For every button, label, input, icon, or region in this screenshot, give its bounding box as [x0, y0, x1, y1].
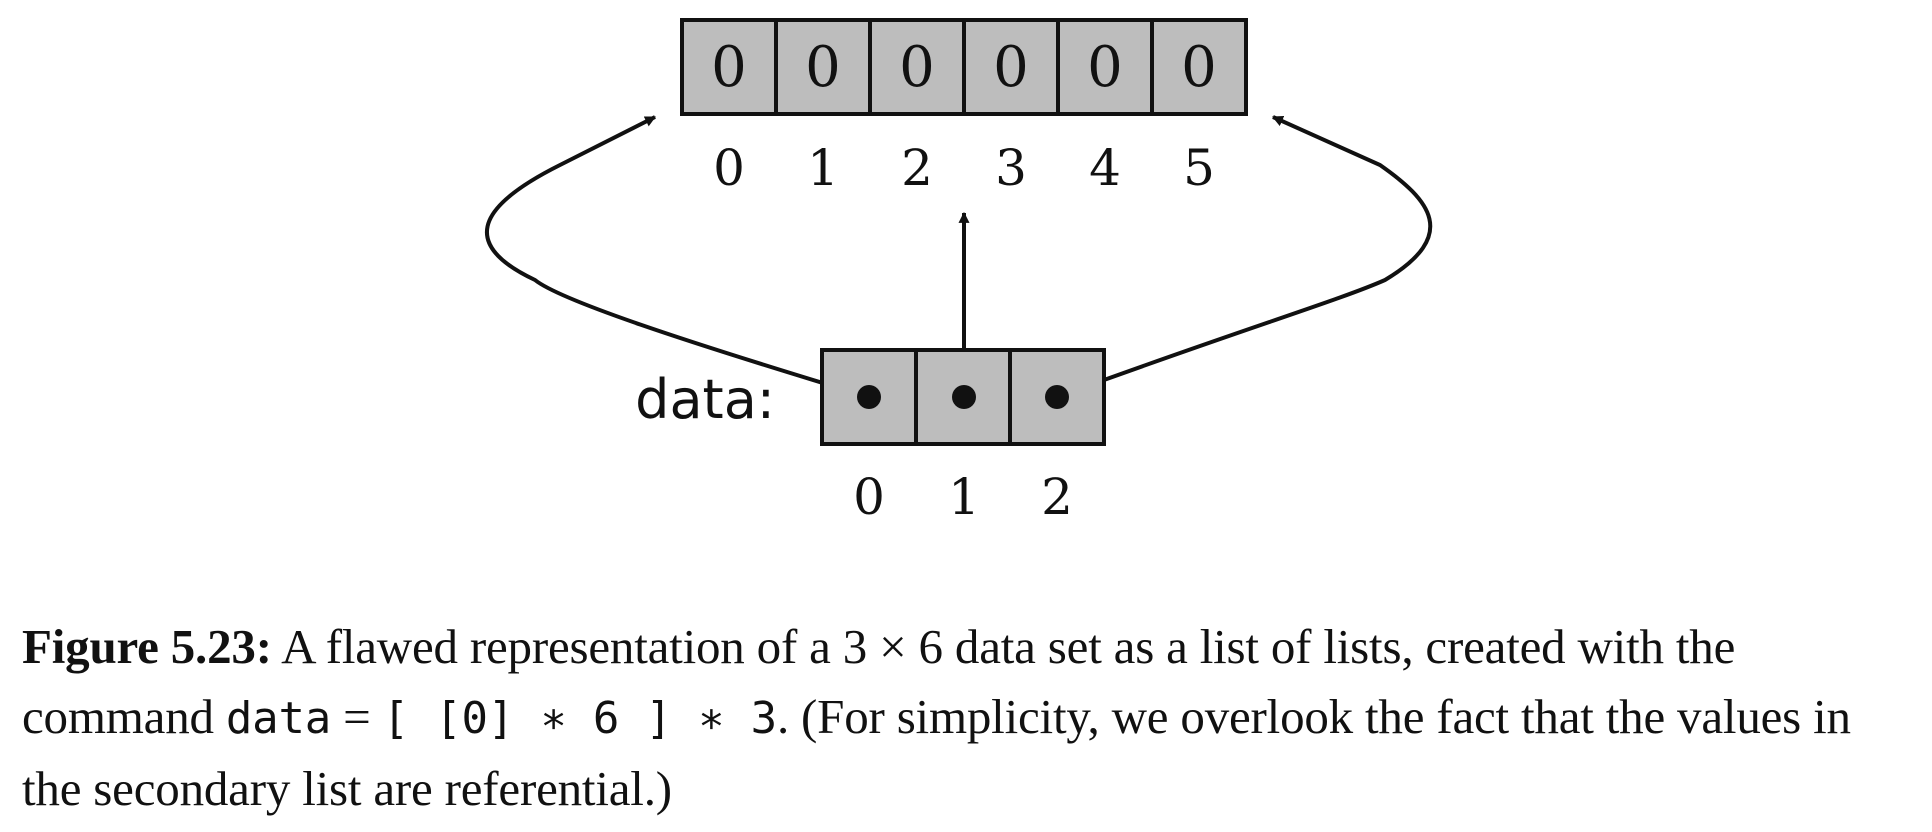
inner-list-index-5: 5: [1183, 139, 1215, 197]
caption-text-part-2: =: [331, 689, 383, 744]
outer-list-index-1: 1: [948, 468, 980, 526]
reference-dot-2: [1045, 385, 1069, 409]
caption-code-expression: [ [0] ∗ 6 ] ∗ 3: [382, 693, 778, 744]
reference-dot-1: [952, 385, 976, 409]
caption-text-part-1: A flawed representation of a 3 × 6 data …: [22, 619, 1736, 744]
inner-list-cell-4: [1056, 18, 1154, 116]
inner-list-index-1: 1: [807, 139, 839, 197]
inner-list-cell-2: [868, 18, 966, 116]
outer-list-index-2: 2: [1041, 468, 1073, 526]
inner-list-cell-1: [774, 18, 872, 116]
outer-list-index-0: 0: [853, 468, 885, 526]
outer-list: data: 0 1 2: [635, 348, 1106, 526]
inner-list-value-5: 0: [1181, 35, 1217, 100]
inner-list-value-3: 0: [993, 35, 1029, 100]
figure-label: Figure 5.23:: [22, 619, 272, 674]
inner-list-index-0: 0: [713, 139, 745, 197]
caption-code-variable: data: [225, 693, 332, 744]
inner-list-value-0: 0: [711, 35, 747, 100]
figure-caption: Figure 5.23: A flawed representation of …: [22, 612, 1912, 824]
inner-list-index-4: 4: [1089, 139, 1121, 197]
caption-text-part-3: . (For simplicity, we overlook the fact …: [22, 689, 1851, 816]
inner-list-index-2: 2: [901, 139, 933, 197]
data-variable-label: data:: [635, 368, 775, 431]
inner-list: 0 0 0 0 0 0 0 1 2 3 4 5: [680, 18, 1248, 197]
reference-dot-0: [857, 385, 881, 409]
inner-list-value-1: 0: [805, 35, 841, 100]
inner-list-cell-0: [680, 18, 778, 116]
inner-list-value-2: 0: [899, 35, 935, 100]
inner-list-value-4: 0: [1087, 35, 1123, 100]
list-of-lists-diagram: 0 0 0 0 0 0 0 1 2 3 4 5 data: 0 1 2: [485, 18, 1433, 526]
inner-list-cell-5: [1150, 18, 1248, 116]
reference-arrow-2: [1056, 115, 1433, 399]
reference-arrow-0: [485, 115, 870, 399]
inner-list-index-3: 3: [995, 139, 1027, 197]
